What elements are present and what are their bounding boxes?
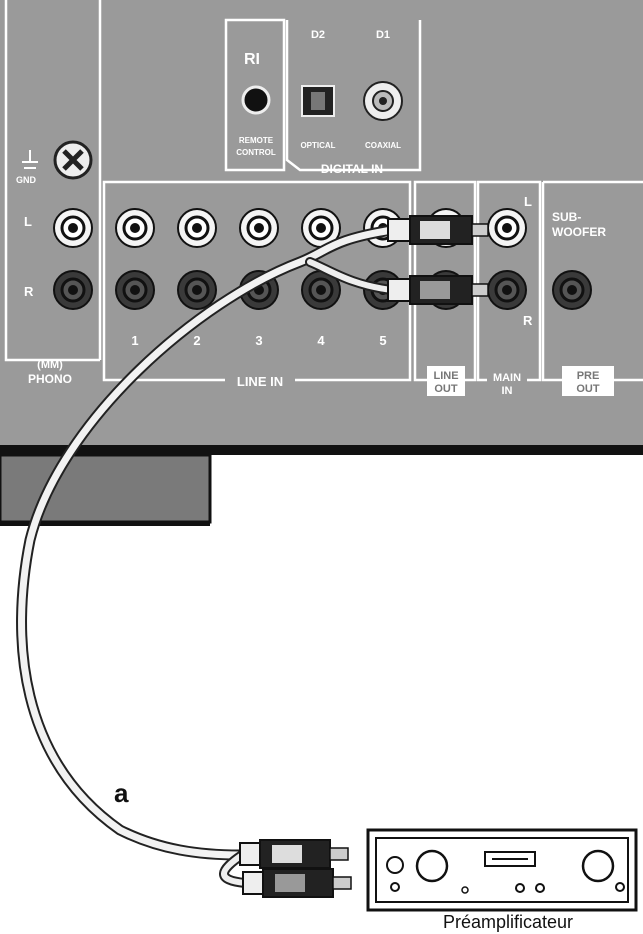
line-in-2-r-jack[interactable] xyxy=(177,270,217,310)
line-in-number-3: 3 xyxy=(255,333,262,348)
main-in-l-jack[interactable] xyxy=(487,208,527,248)
subwoofer-label-1: SUB- xyxy=(552,210,581,224)
main-r-label: R xyxy=(523,313,533,328)
phono-label-2: PHONO xyxy=(28,372,72,386)
line-in-number-5: 5 xyxy=(379,333,386,348)
preamplifier-device xyxy=(366,828,638,912)
pre-out-label-1: PRE xyxy=(577,370,600,382)
optical-jack[interactable] xyxy=(301,85,335,117)
line-in-number-1: 1 xyxy=(131,333,138,348)
remote-control-jack[interactable] xyxy=(241,85,271,115)
line-in-label: LINE IN xyxy=(237,374,283,389)
main-in-label-1: MAIN xyxy=(493,372,521,384)
optical-label: OPTICAL xyxy=(300,141,335,150)
line-out-label-2: OUT xyxy=(434,383,458,395)
line-in-1-l-jack[interactable] xyxy=(115,208,155,248)
line-out-badge xyxy=(427,366,465,396)
line-in-2-l-jack[interactable] xyxy=(177,208,217,248)
phono-label-1: (MM) xyxy=(37,359,63,371)
panel-plug-l xyxy=(387,215,489,245)
row-r-label: R xyxy=(24,284,34,299)
remote-label-2: CONTROL xyxy=(236,148,276,157)
rear-panel xyxy=(0,0,643,526)
subwoofer-label-2: WOOFER xyxy=(552,225,606,239)
main-in-r-jack[interactable] xyxy=(487,270,527,310)
pre-out-badge xyxy=(562,366,614,396)
gnd-label: GND xyxy=(16,175,37,185)
digital-in-label: DIGITAL IN xyxy=(321,162,383,176)
ri-label: RI xyxy=(244,51,260,68)
main-in-label-2: IN xyxy=(502,385,513,397)
main-l-label: L xyxy=(524,194,532,209)
line-in-1-r-jack[interactable] xyxy=(115,270,155,310)
subwoofer-jack[interactable] xyxy=(552,270,592,310)
device-plug-top xyxy=(239,839,349,869)
d1-label: D1 xyxy=(376,29,390,41)
ground-icon xyxy=(22,150,38,169)
line-in-3-l-jack[interactable] xyxy=(239,208,279,248)
d2-label: D2 xyxy=(311,29,325,41)
line-in-4-r-jack[interactable] xyxy=(301,270,341,310)
cable-letter-label: a xyxy=(114,778,129,808)
device-plug-bottom xyxy=(242,868,352,898)
phono-r-jack[interactable] xyxy=(53,270,93,310)
phono-l-jack[interactable] xyxy=(53,208,93,248)
gnd-terminal: GND xyxy=(16,140,93,185)
remote-label-1: REMOTE xyxy=(239,136,274,145)
pre-out-label-2: OUT xyxy=(576,383,600,395)
panel-plug-r xyxy=(387,275,489,305)
line-in-number-2: 2 xyxy=(193,333,200,348)
coaxial-label: COAXIAL xyxy=(365,141,401,150)
line-in-number-4: 4 xyxy=(317,333,325,348)
line-out-label-1: LINE xyxy=(433,370,458,382)
rca-cable xyxy=(16,224,398,888)
device-name-label: Préamplificateur xyxy=(443,912,573,932)
coaxial-jack[interactable] xyxy=(363,81,403,121)
row-l-label: L xyxy=(24,214,32,229)
section-outlines xyxy=(4,0,643,382)
